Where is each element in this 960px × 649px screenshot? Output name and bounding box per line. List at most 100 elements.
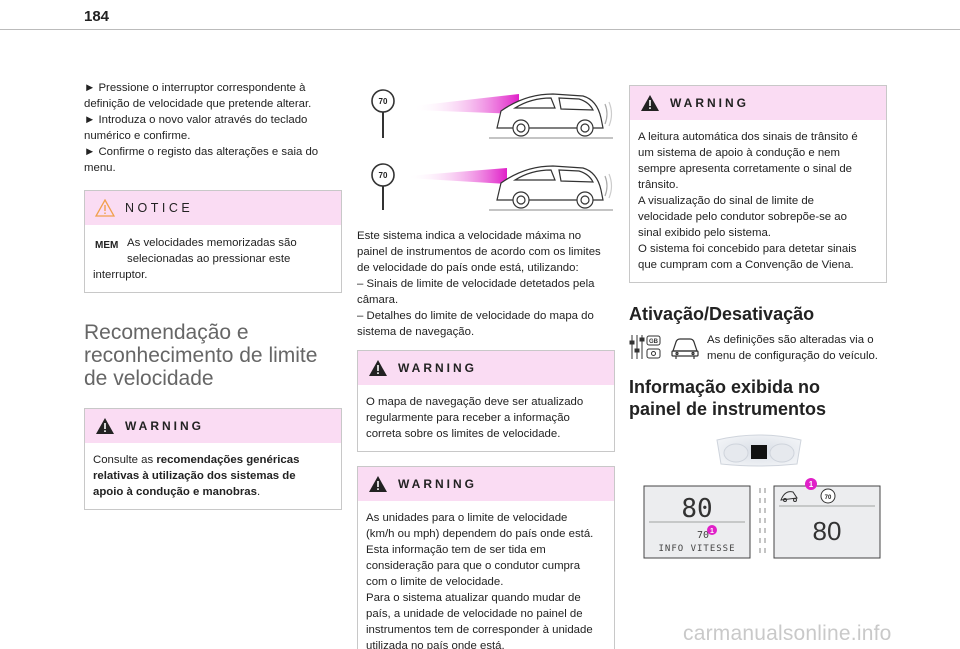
warning-line: As unidades para o limite de velocidade [366,512,568,524]
description-line: – Detalhes do limite de velocidade do ma… [357,310,594,322]
warning-line: utilizada no país onde está. [366,640,505,649]
top-rule [0,29,960,30]
warning-header: WARNING [630,86,886,120]
page-number: 184 [84,8,110,25]
callout-1: 1 [809,480,814,489]
warning-line: trânsito. [638,179,679,191]
panel1-limit: 70 [697,530,709,541]
column-1: ► Pressione o interruptor correspondente… [84,80,342,510]
mem-key-icon: MEM [95,240,119,251]
intro-line: ► Confirme o registo das alterações e sa… [84,146,319,158]
warning-line: instrumentos tem de corresponder à unida… [366,624,593,636]
description-line: – Sinais de limite de velocidade detetad… [357,278,595,290]
sign-value: 70 [379,171,388,180]
warning-body: As unidades para o limite de velocidade … [358,501,614,649]
speed-sign-roadside-figure: 70 [357,84,615,142]
warning-title: WARNING [398,477,477,491]
warning-line: (km/h ou mph) dependem do país onde está… [366,528,594,540]
callout-1: 1 [710,528,714,535]
description-line: painel de instrumentos de acordo com os … [357,246,601,258]
intro-line: ► Introduza o novo valor através do tecl… [84,114,308,126]
notice-line: As velocidades memorizadas são [127,237,297,249]
warning-line: A leitura automática dos sinais de trâns… [638,131,858,143]
notice-line: selecionadas ao pressionar este [127,253,291,265]
sign-value: 70 [379,97,388,106]
front-sign-illustration: 70 [371,163,613,211]
instrument-cluster-icon [716,434,802,467]
warning-line: sempre apresenta corretamente o sinal de [638,163,853,175]
section-title-recommendation: Recomendação e reconhecimento de limite … [84,321,342,390]
intro-line: menu. [84,162,116,174]
warning-header: WARNING [85,409,341,443]
warning-box: WARNING O mapa de navegação deve ser atu… [357,350,615,452]
section-title-display: Informação exibida no painel de instrume… [629,376,887,420]
section-title-line: de velocidade [84,367,214,390]
warning-title: WARNING [670,96,749,110]
warning-text: Consulte as [93,454,157,466]
activation-row: GB As definições são alteradas via o men… [629,333,887,364]
activation-line: As definições são alteradas via o [707,334,874,346]
notice-header: NOTICE [85,191,341,225]
watermark: carmanualsonline.info [683,622,892,645]
intro-instructions: ► Pressione o interruptor correspondente… [84,80,342,176]
intro-line: numérico e confirme. [84,130,191,142]
panel2-speed: 80 [813,516,842,546]
section-title-line: reconhecimento de limite [84,344,318,367]
intro-line: definição de velocidade que pretende alt… [84,98,312,110]
warning-body: A leitura automática dos sinais de trâns… [630,120,886,282]
warning-bold-text: recomendações genéricas [156,454,300,466]
notice-box: NOTICE MEM As velocidades memorizadas sã… [84,190,342,293]
vehicle-config-icon [671,338,699,359]
description-line: de velocidade do país onde está, utiliza… [357,262,579,274]
notice-icon [95,199,115,217]
warning-box: WARNING A leitura automática dos sinais … [629,85,887,283]
warning-title: WARNING [398,361,477,375]
activation-line: menu de configuração do veículo. [707,350,878,362]
cluster-displays-figure: 80 70 INFO VITESSE 1 70 1 80 [643,478,881,559]
warning-title: WARNING [125,419,204,433]
description-line: Este sistema indica a velocidade máxima … [357,230,582,242]
warning-line: sinal exibido pelo sistema. [638,227,771,239]
warning-bold-text: apoio à condução e manobras [93,486,257,498]
warning-line: correta sobre os limites de velocidade. [366,428,561,440]
warning-triangle-icon [369,360,387,376]
warning-triangle-icon [96,418,114,434]
notice-line: interruptor. [93,269,148,281]
warning-line: Esta informação tem de ser tida em [366,544,546,556]
warning-text: . [256,486,261,498]
settings-menu-icon: GB [629,335,661,359]
warning-triangle-icon [641,95,659,111]
warning-line: com o limite de velocidade. [366,576,504,588]
system-description: Este sistema indica a velocidade máxima … [357,228,615,340]
warning-line: velocidade pelo condutor sobrepõe-se ao [638,211,847,223]
svg-text:GB: GB [649,339,659,345]
roadside-sign-illustration: 70 [371,89,613,139]
notice-body: MEM As velocidades memorizadas são selec… [85,225,341,292]
column-3: WARNING A leitura automática dos sinais … [629,85,887,564]
section-title-activation: Ativação/Desativação [629,304,815,324]
warning-body: O mapa de navegação deve ser atualizado … [358,385,614,451]
panel1-speed: 80 [681,494,712,524]
warning-line: país, a unidade de velocidade no painel … [366,608,583,620]
warning-box: WARNING Consulte as recomendações genéri… [84,408,342,510]
warning-line: consideração para que o condutor cumpra [366,560,581,572]
warning-line: um sistema de apoio à condução e nem [638,147,840,159]
activation-text: As definições são alteradas via o menu d… [707,332,878,364]
warning-line: O mapa de navegação deve ser atualizado [366,396,584,408]
warning-line: regularmente para receber a informação [366,412,570,424]
description-line: sistema de navegação. [357,326,475,338]
description-line: câmara. [357,294,399,306]
panel1-caption: INFO VITESSE [658,544,735,554]
speed-sign-front-figure: 70 [357,154,615,212]
warning-line: A visualização do sinal de limite de [638,195,815,207]
warning-line: O sistema foi concebido para detetar sin… [638,243,857,255]
section-title-line: Recomendação e [84,321,249,344]
warning-bold-text: relativas à utilização dos sistemas de [93,470,296,482]
intro-line: ► Pressione o interruptor correspondente… [84,82,306,94]
warning-header: WARNING [358,467,614,501]
section-title-line: painel de instrumentos [629,399,827,419]
warning-header: WARNING [358,351,614,385]
panel2-sign: 70 [825,495,832,501]
warning-line: Para o sistema atualizar quando mudar de [366,592,581,604]
warning-box: WARNING As unidades para o limite de vel… [357,466,615,649]
